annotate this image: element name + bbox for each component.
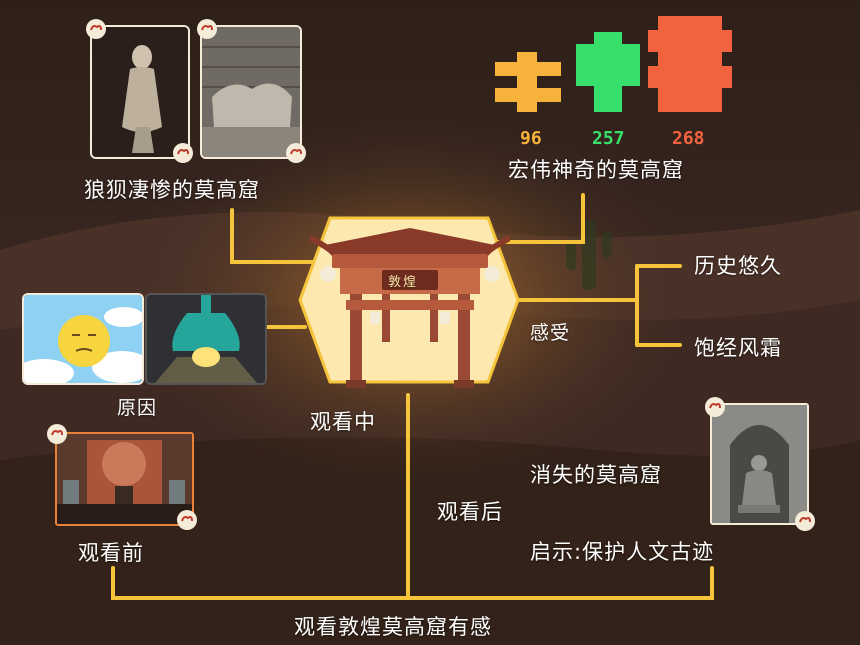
page-title: 观看敦煌莫高窟有感 bbox=[294, 615, 492, 639]
label-feeling: 感受 bbox=[530, 322, 571, 344]
museum-image bbox=[55, 432, 194, 526]
connector-lines bbox=[111, 193, 714, 600]
stat-shape-257 bbox=[576, 32, 640, 112]
cloud-ornament-icon bbox=[173, 143, 193, 163]
center-sign: 敦煌 bbox=[388, 275, 419, 290]
damaged-statue-image bbox=[90, 25, 190, 159]
cloud-ornament-icon bbox=[177, 510, 197, 530]
label-reason: 原因 bbox=[117, 397, 158, 419]
label-after: 观看后 bbox=[437, 500, 503, 524]
label-magnificent: 宏伟神奇的莫高窟 bbox=[508, 158, 684, 182]
label-lesson: 启示:保护人文古迹 bbox=[530, 540, 715, 564]
cloud-ornament-icon bbox=[795, 511, 815, 531]
cloud-ornament-icon bbox=[705, 397, 725, 417]
label-before: 观看前 bbox=[78, 541, 144, 565]
cactus-silhouette bbox=[566, 220, 612, 290]
cloud-ornament-icon bbox=[86, 19, 106, 39]
cloud-ornament-icon bbox=[47, 424, 67, 444]
label-feel-b: 饱经风霜 bbox=[694, 336, 782, 360]
lamp-icon bbox=[147, 295, 265, 383]
cloud-ornament-icon bbox=[197, 19, 217, 39]
sleepy-sun-icon bbox=[24, 295, 142, 383]
broken-relic-image bbox=[200, 25, 302, 159]
stat-number-268: 268 bbox=[672, 128, 705, 149]
label-lost: 消失的莫高窟 bbox=[530, 463, 662, 487]
label-feel-a: 历史悠久 bbox=[694, 254, 782, 278]
stat-shape-96 bbox=[495, 52, 561, 112]
label-ruined: 狼狈凄惨的莫高窟 bbox=[84, 178, 260, 202]
sleepy-sun-image bbox=[22, 293, 144, 385]
label-during: 观看中 bbox=[310, 410, 376, 434]
stat-shape-268 bbox=[648, 16, 732, 112]
stat-number-96: 96 bbox=[520, 128, 542, 149]
stat-number-257: 257 bbox=[592, 128, 625, 149]
cloud-ornament-icon bbox=[286, 143, 306, 163]
lamp-image bbox=[145, 293, 267, 385]
archway-gate-icon bbox=[310, 228, 510, 388]
cave-buddha-image bbox=[710, 403, 809, 525]
